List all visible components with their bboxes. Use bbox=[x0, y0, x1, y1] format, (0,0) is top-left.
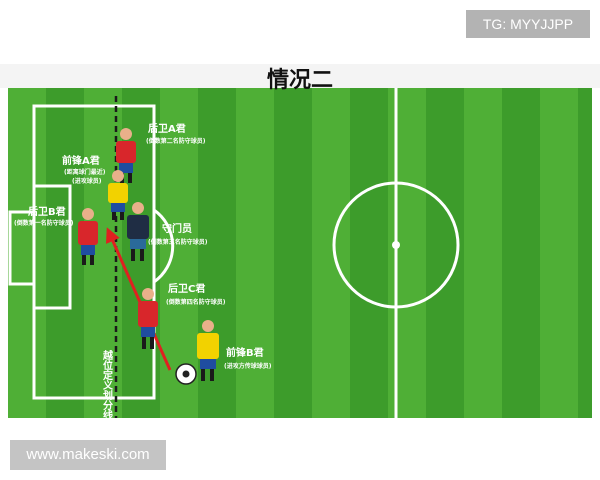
note-defender-b: (倒数第一名防守球员) bbox=[14, 219, 74, 227]
title-band bbox=[0, 64, 600, 88]
note-defender-c: (倒数第四名防守球员) bbox=[166, 298, 226, 306]
tg-watermark-badge: TG: MYYJJPP bbox=[466, 10, 590, 38]
label-defender-a: 后卫A君 bbox=[148, 122, 186, 135]
label-forward-a: 前锋A君 bbox=[62, 154, 100, 167]
penalty-arc bbox=[153, 208, 175, 284]
label-goalkeeper: 守门员 bbox=[162, 222, 192, 235]
pitch bbox=[8, 88, 592, 418]
player-goalkeeper bbox=[127, 202, 149, 261]
note-forward-b: (进攻方传球球员) bbox=[224, 362, 272, 370]
note-defender-a: (倒数第二名防守球员) bbox=[146, 137, 206, 145]
label-forward-b: 前锋B君 bbox=[226, 346, 264, 359]
note-goalkeeper: (倒数第三名防守球员) bbox=[148, 238, 208, 246]
player-forward-b bbox=[197, 320, 219, 381]
note-forward-a-1: (距离球门最近) bbox=[64, 168, 106, 176]
offside-line-label: 越位定义划分线 bbox=[101, 349, 114, 421]
center-circle bbox=[332, 181, 460, 309]
goal bbox=[8, 210, 36, 286]
ball bbox=[175, 363, 197, 385]
site-watermark: www.makeski.com bbox=[10, 440, 166, 470]
player-defender-b bbox=[78, 208, 98, 265]
pass-arrow bbox=[106, 227, 172, 371]
player-forward-a bbox=[108, 170, 128, 220]
note-forward-a-2: (进攻球员) bbox=[72, 177, 102, 185]
label-defender-b: 后卫B君 bbox=[28, 205, 66, 218]
center-spot bbox=[392, 241, 400, 249]
pitch-markings bbox=[8, 88, 460, 418]
player-defender-c bbox=[138, 288, 158, 349]
label-defender-c: 后卫C君 bbox=[168, 282, 205, 295]
diagram-title: 情况二 bbox=[267, 67, 333, 93]
